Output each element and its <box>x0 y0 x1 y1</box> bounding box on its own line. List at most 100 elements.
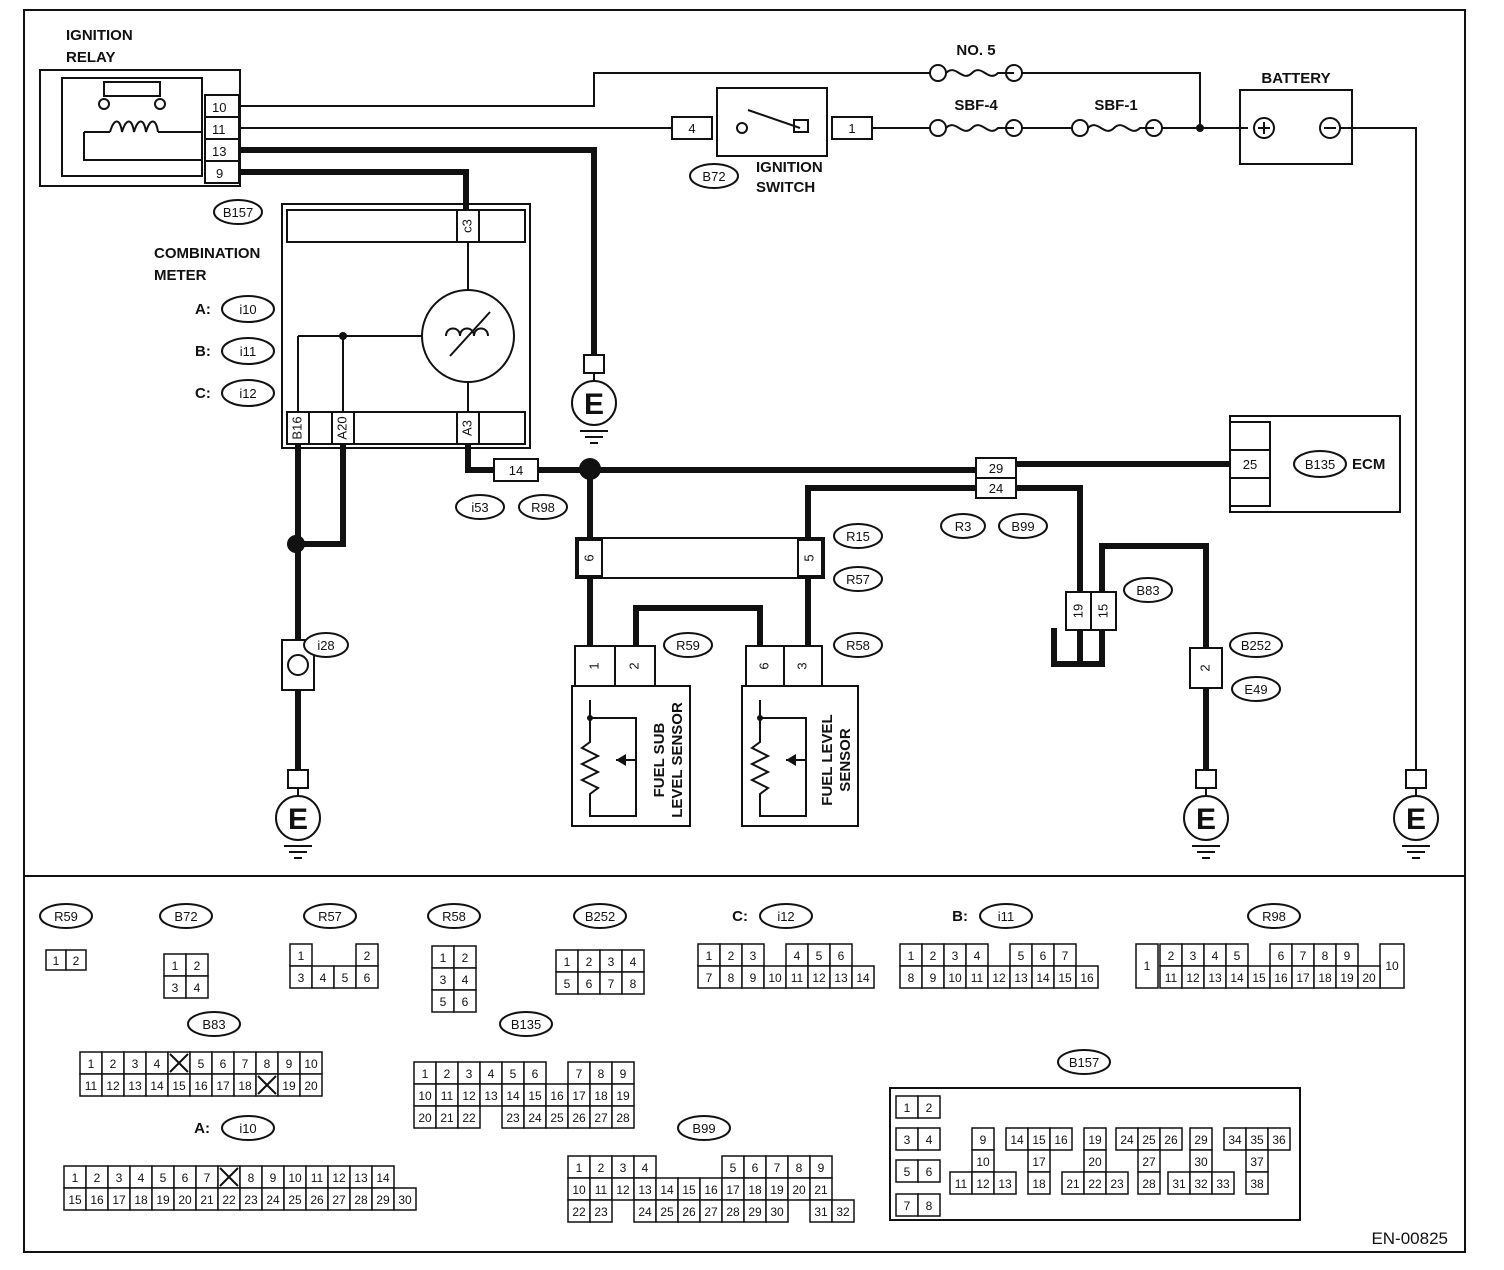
prefix-c: C: <box>195 385 211 402</box>
pin-cell: 1 <box>72 1171 79 1185</box>
conn-r58: R58 <box>846 638 870 653</box>
pin-cell: 26 <box>310 1193 324 1207</box>
pin-cell: 2 <box>586 955 593 969</box>
pin-cell: 30 <box>398 1193 412 1207</box>
pin-cell: 7 <box>608 977 615 991</box>
pin-b83-19: 19 <box>1070 604 1085 618</box>
pin-cell: 11 <box>1165 971 1178 985</box>
face-title: B135 <box>499 1011 553 1037</box>
pin-cell: 6 <box>364 971 371 985</box>
svg-text:B83: B83 <box>202 1017 225 1032</box>
pin-cell: 13 <box>638 1183 652 1197</box>
pin-cell: 1 <box>440 951 447 965</box>
pin-cell: 14 <box>506 1089 520 1103</box>
pin-cell: 21 <box>440 1111 454 1125</box>
face-title: B72 <box>159 903 213 929</box>
splice-dot <box>1196 124 1204 132</box>
pin-cell: 34 <box>1228 1133 1242 1147</box>
pin-cell: 19 <box>616 1089 630 1103</box>
pin-cell: 9 <box>286 1057 293 1071</box>
pin-cell: 12 <box>976 1177 990 1191</box>
pin-cell: 2 <box>364 949 371 963</box>
pin-cell: 8 <box>248 1171 255 1185</box>
pin-cell: 2 <box>194 959 201 973</box>
ignition-relay: IGNITION RELAY 10 11 13 9 B157 <box>39 27 263 225</box>
svg-text:R59: R59 <box>54 909 78 924</box>
pin-r15-5: 5 <box>801 554 816 561</box>
pin-cell: 2 <box>110 1057 117 1071</box>
pin-cell: 2 <box>462 951 469 965</box>
face-title: A:i10 <box>194 1115 275 1141</box>
pin-cell: 2 <box>1168 949 1175 963</box>
pin-cell: 19 <box>1088 1133 1102 1147</box>
ecm: 25 B135 ECM <box>1229 415 1401 513</box>
pin-cell: 38 <box>1250 1177 1264 1191</box>
pin-cell: 12 <box>462 1089 476 1103</box>
pin-cell: 16 <box>1080 971 1094 985</box>
relay-pin-10: 10 <box>212 100 226 115</box>
conn-r98: R98 <box>531 500 555 515</box>
pin-cell: 22 <box>462 1111 476 1125</box>
pin-cell: 4 <box>462 973 469 987</box>
pin-cell: 5 <box>564 977 571 991</box>
pin-cell: 2 <box>728 949 735 963</box>
pin-cell: 16 <box>550 1089 564 1103</box>
pin-cell: 6 <box>1040 949 1047 963</box>
wire-battery-ground <box>1340 127 1417 770</box>
svg-text:B135: B135 <box>511 1017 541 1032</box>
prefix-b: B: <box>195 343 211 360</box>
pin-cell: 23 <box>594 1205 608 1219</box>
pin-a3: A3 <box>459 420 474 436</box>
ign-switch-label-2: SWITCH <box>756 179 815 196</box>
pin-cell: 11 <box>791 971 804 985</box>
pin-cell: 27 <box>594 1111 608 1125</box>
pin-cell: 10 <box>288 1171 302 1185</box>
pin-cell: 4 <box>1212 949 1219 963</box>
fuel-lvl-label-2: SENSOR <box>837 728 854 792</box>
pin-cell: 27 <box>704 1205 718 1219</box>
pin-cell: 21 <box>200 1193 214 1207</box>
plus-icon <box>1258 122 1270 134</box>
pin-cell: 4 <box>154 1057 161 1071</box>
pin-cell: 7 <box>774 1161 781 1175</box>
pin-cell: 13 <box>128 1079 142 1093</box>
svg-text:B99: B99 <box>692 1121 715 1136</box>
pin-cell: 15 <box>1252 971 1266 985</box>
pin-cell: 22 <box>572 1205 586 1219</box>
pin-cell: 26 <box>682 1205 696 1219</box>
pin-cell: 10 <box>572 1183 586 1197</box>
pin-cell: 9 <box>270 1171 277 1185</box>
pin-cell: 3 <box>440 973 447 987</box>
relay-pin-9: 9 <box>216 166 223 181</box>
pin-r58-3: 3 <box>794 662 809 669</box>
conn-b72: B72 <box>702 169 725 184</box>
pin-cell: 7 <box>576 1067 583 1081</box>
svg-text:5: 5 <box>904 1165 911 1179</box>
pin-cell: 15 <box>1032 1133 1046 1147</box>
svg-text:R98: R98 <box>1262 909 1286 924</box>
pin-cell: 4 <box>320 971 327 985</box>
pin-b83-15: 15 <box>1095 604 1110 618</box>
pin-cell: 29 <box>1194 1133 1208 1147</box>
pin-cell: 17 <box>112 1193 126 1207</box>
svg-text:A:: A: <box>194 1120 210 1137</box>
pin-r58-6: 6 <box>756 662 771 669</box>
conn-b83: B83 <box>1136 583 1159 598</box>
face-title: B99 <box>677 1115 731 1141</box>
pin-cell: 13 <box>998 1177 1012 1191</box>
fuse-sbf1: SBF-1 <box>1071 97 1163 137</box>
wire-relay13 <box>239 147 597 355</box>
pin-cell: 7 <box>1300 949 1307 963</box>
pin-cell: 27 <box>1142 1155 1156 1169</box>
pin-cell: 10 <box>304 1057 318 1071</box>
pin-cell: 9 <box>930 971 937 985</box>
pin-cell: 4 <box>488 1067 495 1081</box>
pin-cell: 14 <box>1230 971 1244 985</box>
pin-cell: 20 <box>1088 1155 1102 1169</box>
face-title: B:i11 <box>952 903 1033 929</box>
pin-cell: 14 <box>856 971 870 985</box>
pin-cell: 11 <box>441 1089 454 1103</box>
pin-cell: 8 <box>264 1057 271 1071</box>
